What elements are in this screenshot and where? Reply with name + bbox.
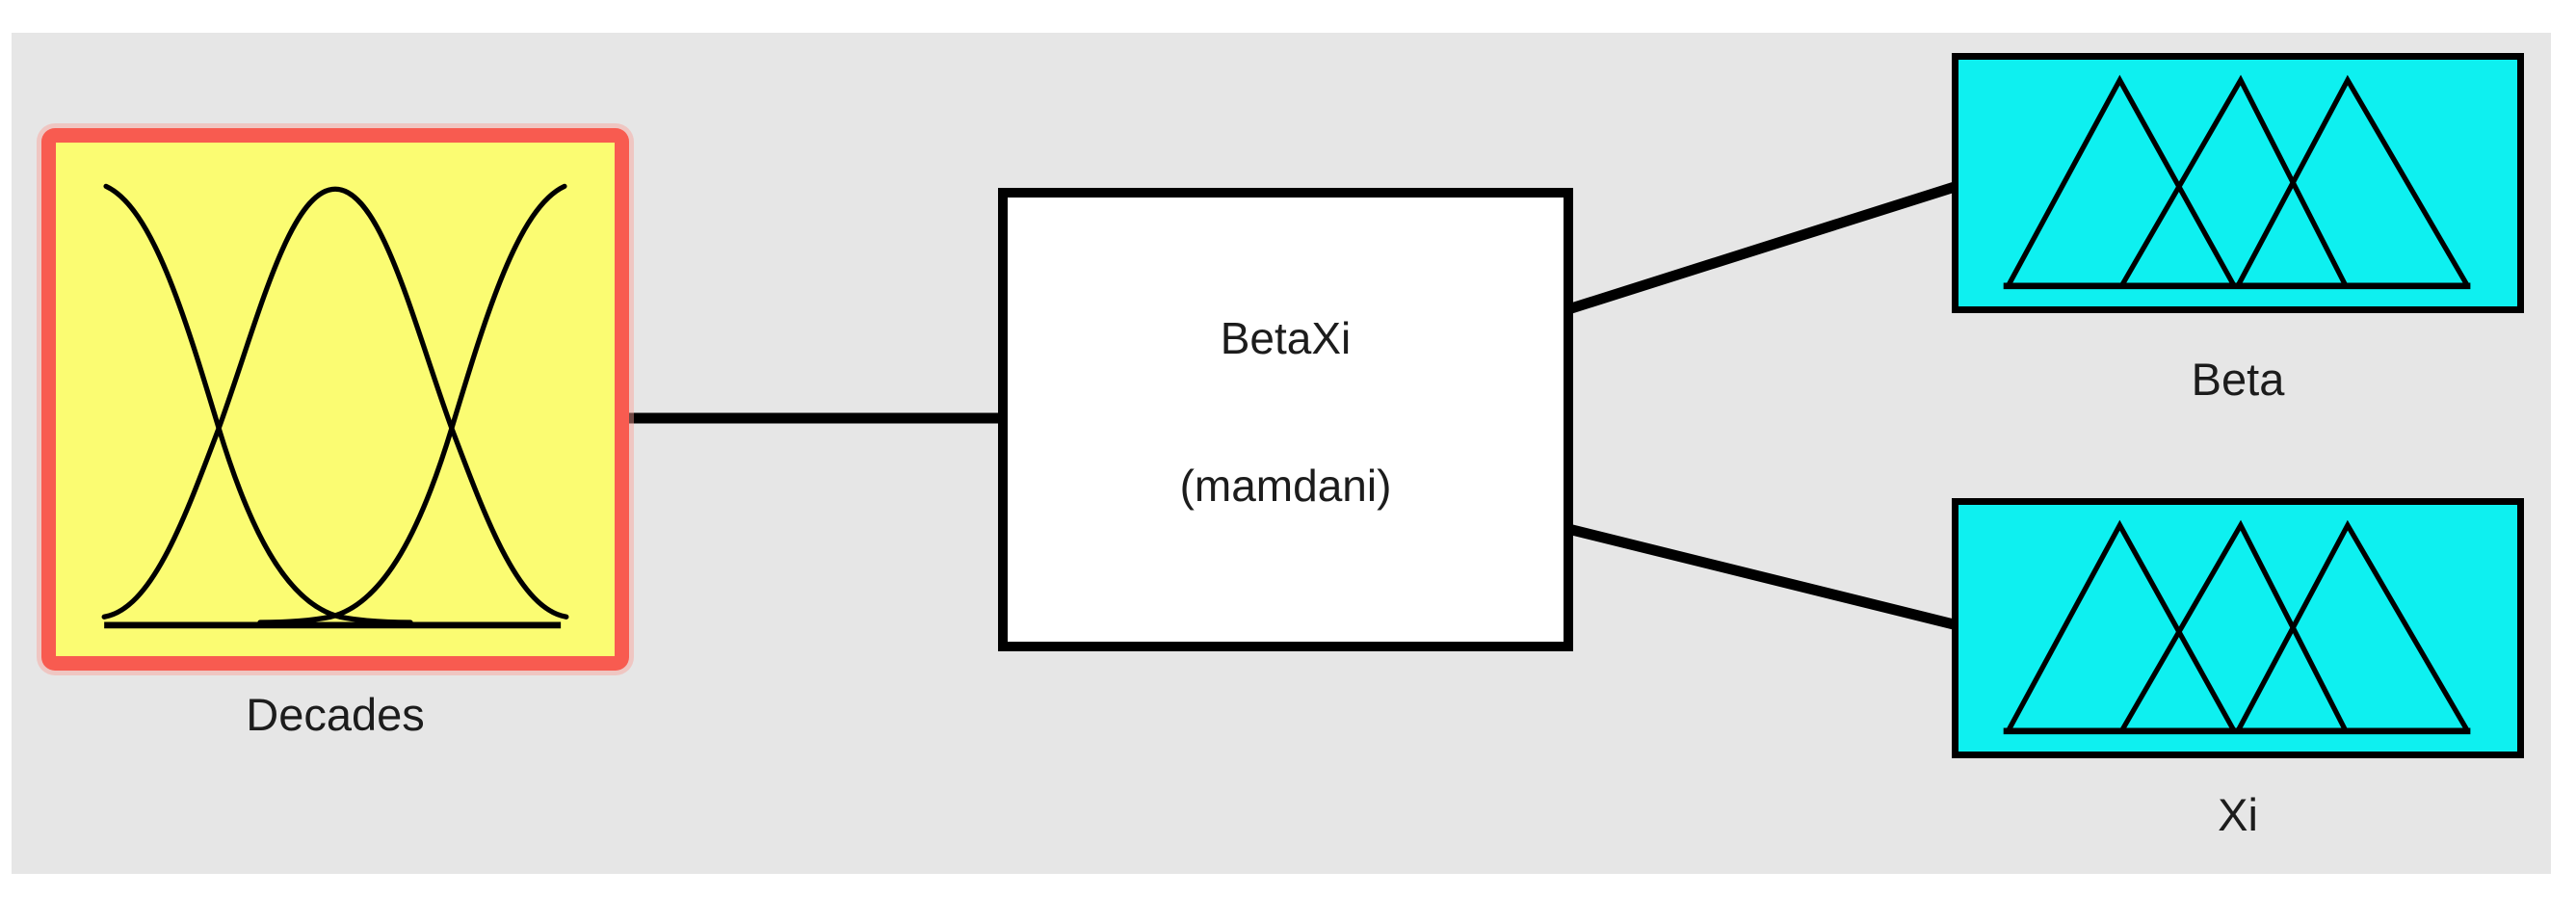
input-node-label: Decades xyxy=(246,689,425,740)
input-variable-node-decades[interactable] xyxy=(41,128,629,671)
output-variable-node-beta[interactable] xyxy=(1952,53,2524,313)
triangular-membership-curves-icon xyxy=(2003,74,2471,290)
output-node-label-xi: Xi xyxy=(2218,789,2258,840)
triangular-membership-curves-icon xyxy=(2003,519,2471,735)
system-inference-type: (mamdani) xyxy=(1179,461,1392,511)
gaussian-membership-curves-icon xyxy=(101,183,569,629)
system-node-betaxi[interactable]: BetaXi (mamdani) xyxy=(998,188,1573,651)
output-node-label-beta: Beta xyxy=(2191,354,2285,405)
system-name: BetaXi xyxy=(1220,313,1352,363)
output-variable-node-xi[interactable] xyxy=(1952,498,2524,758)
